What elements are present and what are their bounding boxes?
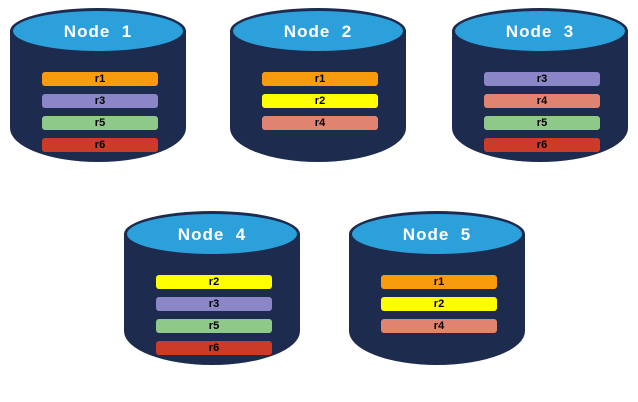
replica-bar[interactable]: r5 <box>42 116 158 130</box>
node-cylinder-4[interactable]: Node 4 r2 r3 r5 r6 <box>124 211 300 387</box>
node-cylinder-2[interactable]: Node 2 r1 r2 r4 <box>230 8 406 184</box>
replica-bar[interactable]: r3 <box>484 72 600 86</box>
replica-bar[interactable]: r3 <box>156 297 272 311</box>
replica-bar[interactable]: r5 <box>156 319 272 333</box>
node-cylinder-3[interactable]: Node 3 r3 r4 r5 r6 <box>452 8 628 184</box>
node-label: Node 4 <box>177 225 247 244</box>
node-label: Node 3 <box>505 22 575 41</box>
replica-list: r2 r3 r5 r6 <box>156 275 272 363</box>
replica-list: r3 r4 r5 r6 <box>484 72 600 160</box>
replica-list: r1 r2 r4 <box>381 275 497 341</box>
cylinder-top-ellipse <box>230 8 406 54</box>
replica-bar[interactable]: r6 <box>156 341 272 355</box>
replica-bar[interactable]: r2 <box>381 297 497 311</box>
cylinder-top-ellipse <box>349 211 525 257</box>
node-label: Node 1 <box>63 22 133 41</box>
replica-list: r1 r2 r4 <box>262 72 378 138</box>
replica-bar[interactable]: r6 <box>42 138 158 152</box>
cylinder-top-ellipse <box>452 8 628 54</box>
replica-bar[interactable]: r1 <box>381 275 497 289</box>
replica-bar[interactable]: r2 <box>262 94 378 108</box>
replica-bar[interactable]: r4 <box>262 116 378 130</box>
replica-list: r1 r3 r5 r6 <box>42 72 158 160</box>
node-cylinder-1[interactable]: Node 1 r1 r3 r5 r6 <box>10 8 186 184</box>
node-cylinder-5[interactable]: Node 5 r1 r2 r4 <box>349 211 525 387</box>
replica-bar[interactable]: r2 <box>156 275 272 289</box>
cylinder-top-ellipse <box>10 8 186 54</box>
node-label: Node 2 <box>283 22 353 41</box>
replica-bar[interactable]: r1 <box>42 72 158 86</box>
node-label: Node 5 <box>402 225 472 244</box>
replica-bar[interactable]: r4 <box>381 319 497 333</box>
replica-bar[interactable]: r4 <box>484 94 600 108</box>
replica-bar[interactable]: r3 <box>42 94 158 108</box>
cylinder-top-ellipse <box>124 211 300 257</box>
replica-bar[interactable]: r6 <box>484 138 600 152</box>
replica-bar[interactable]: r5 <box>484 116 600 130</box>
replica-bar[interactable]: r1 <box>262 72 378 86</box>
